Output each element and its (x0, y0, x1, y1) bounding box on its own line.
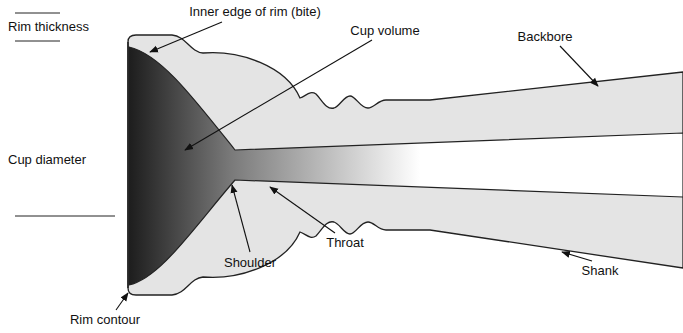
leader-line (560, 46, 598, 86)
part-label: Cup volume (350, 24, 419, 38)
part-label: Inner edge of rim (bite) (189, 5, 321, 19)
part-label: Rim thickness (8, 20, 89, 34)
part-label: Throat (326, 236, 364, 250)
bore (129, 47, 683, 285)
part-label: Backbore (518, 30, 573, 44)
leader-line (185, 40, 372, 150)
leader-line (116, 293, 128, 310)
leader-line (232, 185, 250, 252)
leader-line (150, 22, 222, 52)
part-label: Shank (582, 264, 619, 278)
part-label: Cup diameter (8, 153, 86, 167)
leader-line (270, 187, 335, 233)
part-label: Shoulder (224, 256, 276, 270)
dimension-line (15, 13, 60, 14)
mouthpiece-body (128, 35, 683, 295)
part-label: Rim contour (70, 313, 140, 327)
rim-face (127, 42, 129, 288)
dimension-line (15, 41, 60, 42)
dimension-line (15, 216, 115, 217)
leader-line (562, 252, 592, 261)
